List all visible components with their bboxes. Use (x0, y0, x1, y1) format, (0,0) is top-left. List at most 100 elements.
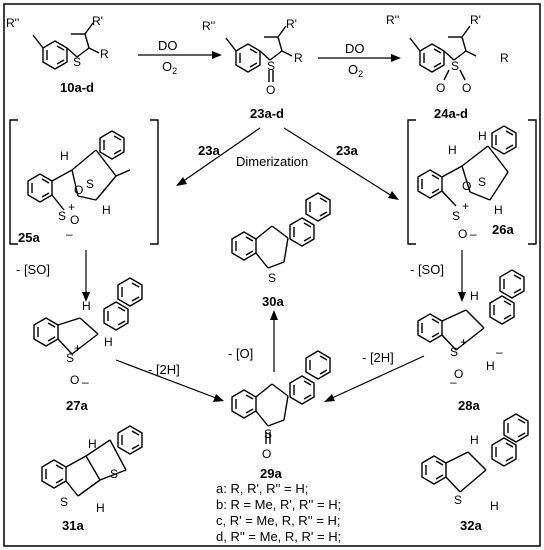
atom-r-24: R (500, 51, 509, 65)
atom-s1-26a: S (478, 175, 486, 189)
label-27a: 27a (66, 398, 88, 413)
compound-25a (27, 130, 131, 211)
atom-o-27a: O (70, 373, 79, 387)
bracket-26a (407, 119, 537, 245)
label-24a-d: 24a-d (434, 106, 468, 121)
label-28a: 28a (458, 398, 480, 413)
atom-r2-23: R'' (202, 19, 215, 33)
reagent-dimerization: Dimerization (236, 154, 308, 169)
arrowhead-so-left (82, 292, 90, 302)
reagent-o2-2: O2 (348, 62, 363, 79)
atom-minus-25a: – (66, 227, 73, 241)
atom-r1-23: R' (286, 17, 297, 31)
reagent-do-1: DO (158, 38, 178, 53)
label-32a: 32a (460, 518, 482, 533)
arrowhead-ox (270, 310, 278, 320)
atom-minus-27a: – (82, 375, 89, 389)
atom-s1-31a: S (110, 467, 118, 481)
atom-s-10: S (73, 55, 81, 69)
reagent-o2-2-sub: 2 (358, 69, 363, 79)
atom-splus-28a: + (460, 335, 467, 349)
atom-r1-10: R' (92, 14, 103, 28)
arrowhead-do-2 (391, 54, 401, 62)
legend-line-a: a: R, R', R'' = H; (216, 481, 308, 496)
arrowhead-do-1 (212, 51, 222, 59)
atom-r2-24: R'' (386, 13, 399, 27)
reagent-do-2: DO (345, 41, 365, 56)
atom-o-29a: O (262, 447, 271, 461)
atom-minus-26a: – (470, 227, 477, 241)
arrowhead-dimer-left (176, 177, 187, 186)
arrowhead-2h-left (213, 394, 224, 402)
compound-28a (417, 269, 525, 351)
atom-h1-28a: H (470, 289, 479, 303)
label-10a-d: 10a-d (60, 80, 94, 95)
atom-h2-28a: H (486, 359, 495, 373)
atom-r-23: R (294, 51, 303, 65)
atom-o2-24: O (462, 81, 471, 95)
atom-h2-26a: H (478, 129, 487, 143)
atom-h1-26a: H (448, 143, 457, 157)
reagent-2h-left: - [2H] (148, 362, 180, 377)
reagent-o2-1-sub: 2 (172, 66, 177, 76)
compound-10 (32, 22, 100, 70)
reagent-2h-right: - [2H] (362, 350, 394, 365)
atom-splus-26a: + (462, 199, 469, 213)
reagent-23a-left: 23a (198, 143, 220, 158)
arrow-dimer-left (181, 127, 261, 183)
label-23a-d: 23a-d (250, 106, 284, 121)
atom-h1-31a: H (88, 437, 97, 451)
compound-24 (409, 25, 477, 81)
arrowhead-so-right (458, 292, 466, 302)
legend-line-d: d, R'' = Me, R, R' = H; (216, 529, 341, 544)
atom-o1-24: O (436, 81, 445, 95)
compound-31a (41, 425, 143, 497)
reagent-so-right: - [SO] (410, 262, 444, 277)
reagent-so-left: - [SO] (16, 262, 50, 277)
scheme-frame (3, 3, 541, 547)
compound-30a (231, 192, 331, 269)
label-25a: 25a (18, 230, 40, 245)
arrowhead-2h-right (324, 394, 335, 402)
atom-s-23: S (267, 59, 275, 73)
reagent-ox: - [O] (228, 346, 253, 361)
atom-h1-25a: H (60, 149, 69, 163)
compound-23 (225, 25, 293, 82)
label-29a: 29a (260, 466, 282, 481)
reagent-o2-1: O2 (162, 59, 177, 76)
compound-27a (33, 277, 143, 355)
atom-o2-26a: O (458, 227, 467, 241)
atom-s2-26a: S (452, 209, 460, 223)
atom-h2-32a: H (490, 499, 499, 513)
atom-o-23: O (266, 83, 275, 97)
atom-h2-27a: H (104, 335, 113, 349)
atom-h2-25a: H (102, 203, 111, 217)
arrowhead-dimer-right (388, 191, 399, 200)
atom-splus-27a: + (74, 341, 81, 355)
atom-h1-32a: H (470, 433, 479, 447)
atom-o-25a: O (74, 183, 83, 197)
atom-s-32a: S (454, 493, 462, 507)
atom-s-24: S (451, 59, 459, 73)
compound-26a (417, 125, 517, 207)
label-31a: 31a (62, 518, 84, 533)
atom-s1-25a: S (86, 177, 94, 191)
bracket-25a (9, 119, 159, 245)
arrow-dimer-right (283, 127, 393, 197)
arrow-2h-right (331, 355, 425, 399)
atom-h1-27a: H (82, 299, 91, 313)
atom-r-10: R (100, 47, 109, 61)
compound-32a (421, 413, 529, 493)
atom-r1-24: R' (470, 13, 481, 27)
atom-s2-31a: S (60, 495, 68, 509)
compound-29a (231, 350, 331, 444)
arrow-2h-left (115, 359, 217, 399)
atom-minus2-28a: – (450, 375, 457, 389)
legend-line-b: b: R = Me, R', R'' = H; (216, 497, 341, 512)
atom-s-27a: S (66, 351, 74, 365)
atom-r2-10: R'' (6, 16, 19, 30)
label-26a: 26a (492, 222, 514, 237)
atom-s-28a: S (450, 345, 458, 359)
reagent-23a-right: 23a (336, 143, 358, 158)
